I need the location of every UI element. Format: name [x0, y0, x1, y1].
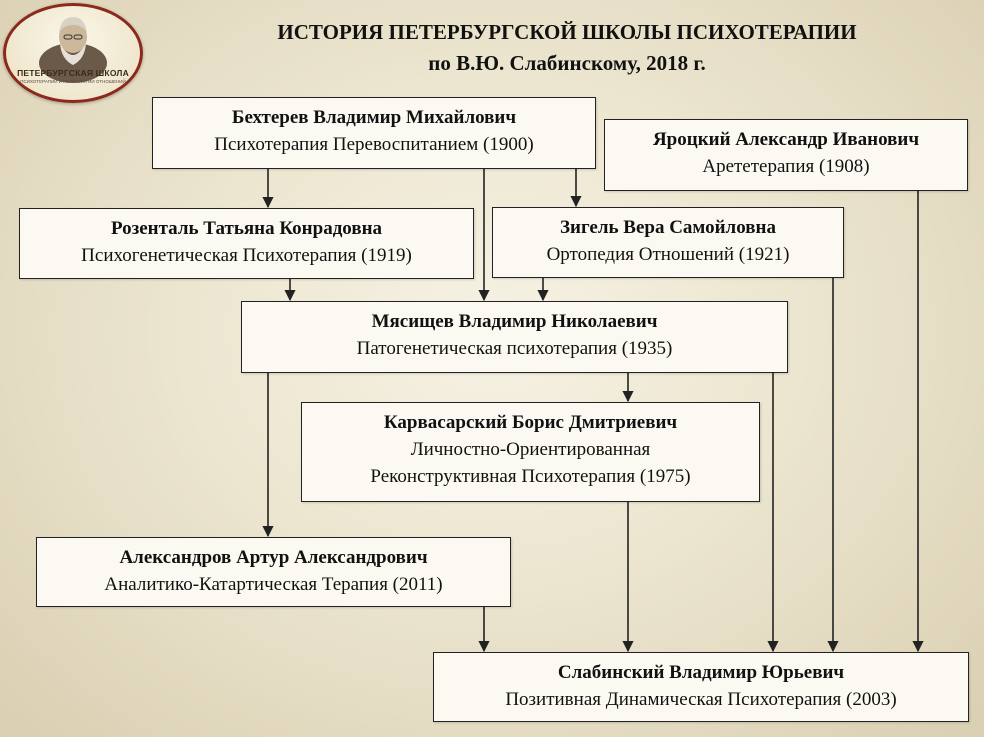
node-bekhterev: Бехтерев Владимир Михайлович Психотерапи… — [152, 97, 596, 169]
portrait-icon — [39, 17, 107, 83]
page-title: ИСТОРИЯ ПЕТЕРБУРГСКОЙ ШКОЛЫ ПСИХОТЕРАПИИ — [277, 20, 857, 44]
node-name: Слабинский Владимир Юрьевич — [557, 662, 845, 683]
school-logo: ПЕТЕРБУРГСКАЯ ШКОЛА ПСИХОТЕРАПИИ И ПСИХО… — [3, 3, 143, 103]
node-work-line1: Личностно-Ориентированная — [410, 439, 651, 460]
node-work: Психогенетическая Психотерапия (1919) — [81, 245, 412, 266]
node-work: Аналитико-Катартическая Терапия (2011) — [104, 574, 443, 595]
node-work: Позитивная Динамическая Психотерапия (20… — [505, 689, 897, 710]
node-aleksandrov: Александров Артур Александрович Аналитик… — [36, 537, 511, 607]
node-yarotsky: Яроцкий Александр Иванович Арететерапия … — [604, 119, 968, 191]
node-work: Психотерапия Перевоспитанием (1900) — [214, 134, 534, 155]
page-subtitle: по В.Ю. Слабинскому, 2018 г. — [428, 51, 706, 75]
node-name: Зигель Вера Самойловна — [560, 217, 776, 238]
node-name: Карвасарский Борис Дмитриевич — [383, 412, 678, 433]
node-work: Патогенетическая психотерапия (1935) — [356, 338, 673, 359]
logo-subtext: ПСИХОТЕРАПИИ И ПСИХОЛОГИИ ОТНОШЕНИЙ — [20, 79, 126, 84]
node-zigel: Зигель Вера Самойловна Ортопедия Отношен… — [492, 207, 844, 278]
node-work: Ортопедия Отношений (1921) — [546, 244, 790, 265]
node-myasishchev: Мясищев Владимир Николаевич Патогенетиче… — [241, 301, 788, 373]
node-name: Мясищев Владимир Николаевич — [371, 311, 658, 332]
node-work-line2: Реконструктивная Психотерапия (1975) — [370, 466, 691, 487]
node-name: Яроцкий Александр Иванович — [652, 129, 920, 150]
node-slabinsky: Слабинский Владимир Юрьевич Позитивная Д… — [433, 652, 969, 722]
node-karvasarsky: Карвасарский Борис Дмитриевич Личностно-… — [301, 402, 760, 502]
node-work: Арететерапия (1908) — [702, 156, 870, 177]
node-name: Бехтерев Владимир Михайлович — [231, 107, 517, 128]
logo-text: ПЕТЕРБУРГСКАЯ ШКОЛА — [17, 68, 129, 78]
node-name: Александров Артур Александрович — [119, 547, 428, 568]
node-rozental: Розенталь Татьяна Конрадовна Психогенети… — [19, 208, 474, 279]
node-name: Розенталь Татьяна Конрадовна — [110, 218, 383, 239]
